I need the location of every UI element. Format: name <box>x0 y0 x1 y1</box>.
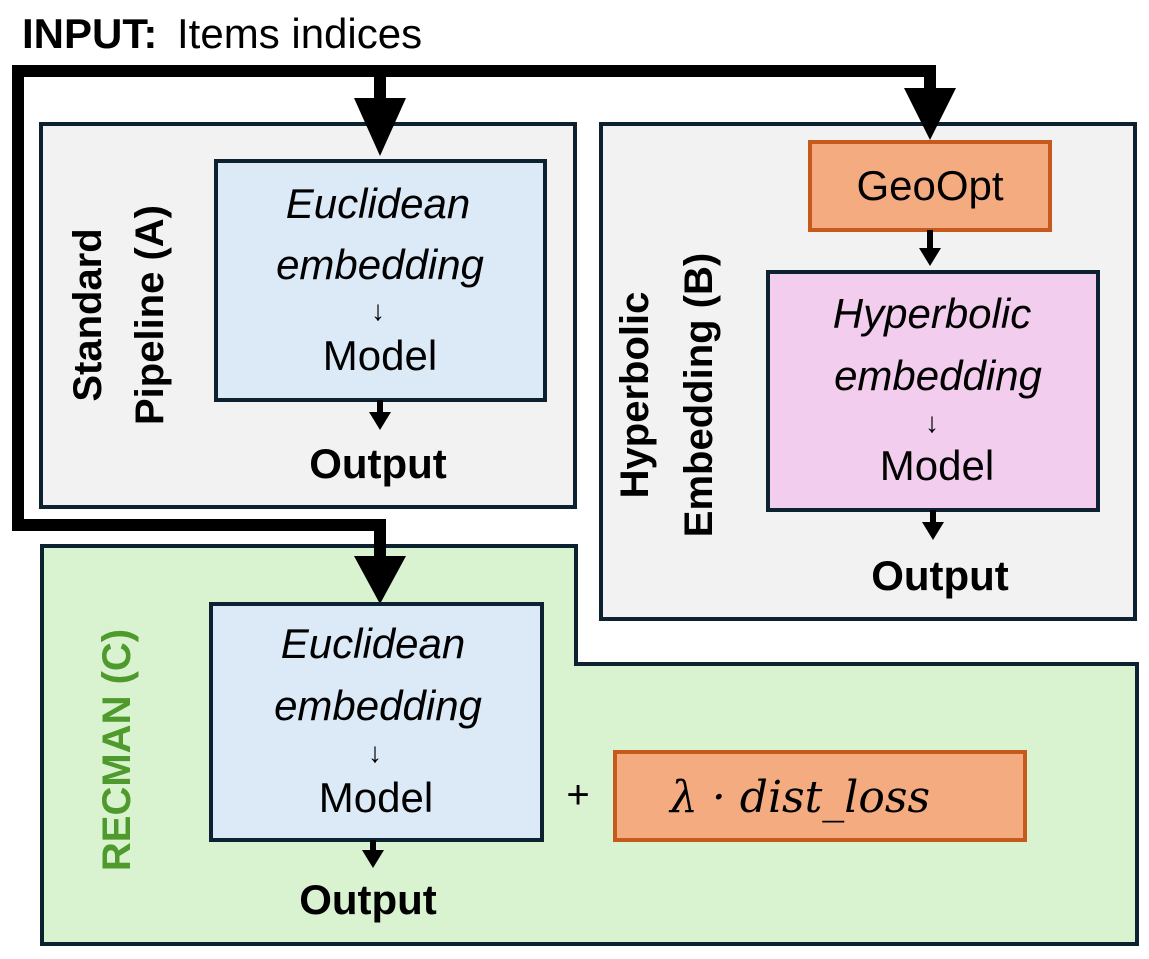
panel-b-output: Output <box>871 552 1009 599</box>
arrowhead-to-geoopt <box>904 88 956 140</box>
geoopt-box <box>808 140 1052 232</box>
dist-loss-formula: λ · dist_loss <box>668 772 930 823</box>
panel-c-embedding-box <box>209 602 544 842</box>
input-routing-lines <box>12 65 936 560</box>
input-text: Items indices <box>177 10 422 57</box>
panel-a-output-arrowhead <box>369 412 391 430</box>
panel-c-output: Output <box>299 876 437 923</box>
arrowhead-to-panel-a <box>354 98 406 156</box>
panel-b-title-line1: Hyperbolic <box>613 292 657 499</box>
input-line-left <box>12 65 386 560</box>
panel-a-title: Standard Pipeline (A) <box>66 205 172 425</box>
panel-a-box-line2: embedding <box>276 241 484 288</box>
plus-sign: + <box>566 773 589 817</box>
panel-b-title: Hyperbolic Embedding (B) <box>613 253 721 537</box>
panel-c-box-line2: embedding <box>274 682 482 729</box>
panel-c-down-arrow: ↓ <box>368 737 382 768</box>
panel-a-box-line1: Euclidean <box>286 180 470 227</box>
panel-a-embedding-box <box>214 159 547 402</box>
geoopt-label: GeoOpt <box>856 162 1003 209</box>
panel-a-box-line3: Model <box>323 332 437 379</box>
panel-b-box-line3: Model <box>880 442 994 489</box>
input-heading: INPUT: Items indices <box>22 10 422 57</box>
panel-c-box-line3: Model <box>319 774 433 821</box>
panel-b-box-line2: embedding <box>834 352 1042 399</box>
panel-b-output-arrowhead <box>922 522 944 540</box>
panel-a-title-line2: Pipeline (A) <box>128 205 172 425</box>
panel-a-title-line1: Standard <box>66 228 110 401</box>
panel-b-box-line1: Hyperbolic <box>833 290 1031 337</box>
geoopt-arrowhead <box>919 248 941 266</box>
panel-c-box-line1: Euclidean <box>281 620 465 667</box>
panel-b-down-arrow: ↓ <box>925 407 939 438</box>
panel-a-output: Output <box>309 440 447 487</box>
panel-c-title: RECMAN (C) <box>95 629 139 871</box>
panel-a-down-arrow: ↓ <box>371 295 385 326</box>
input-label: INPUT: <box>22 10 157 57</box>
panel-b-title-line2: Embedding (B) <box>677 253 721 537</box>
dist-loss-box <box>613 750 1027 842</box>
panel-c-output-arrowhead <box>362 850 384 868</box>
arrowhead-to-panel-c <box>354 556 406 604</box>
